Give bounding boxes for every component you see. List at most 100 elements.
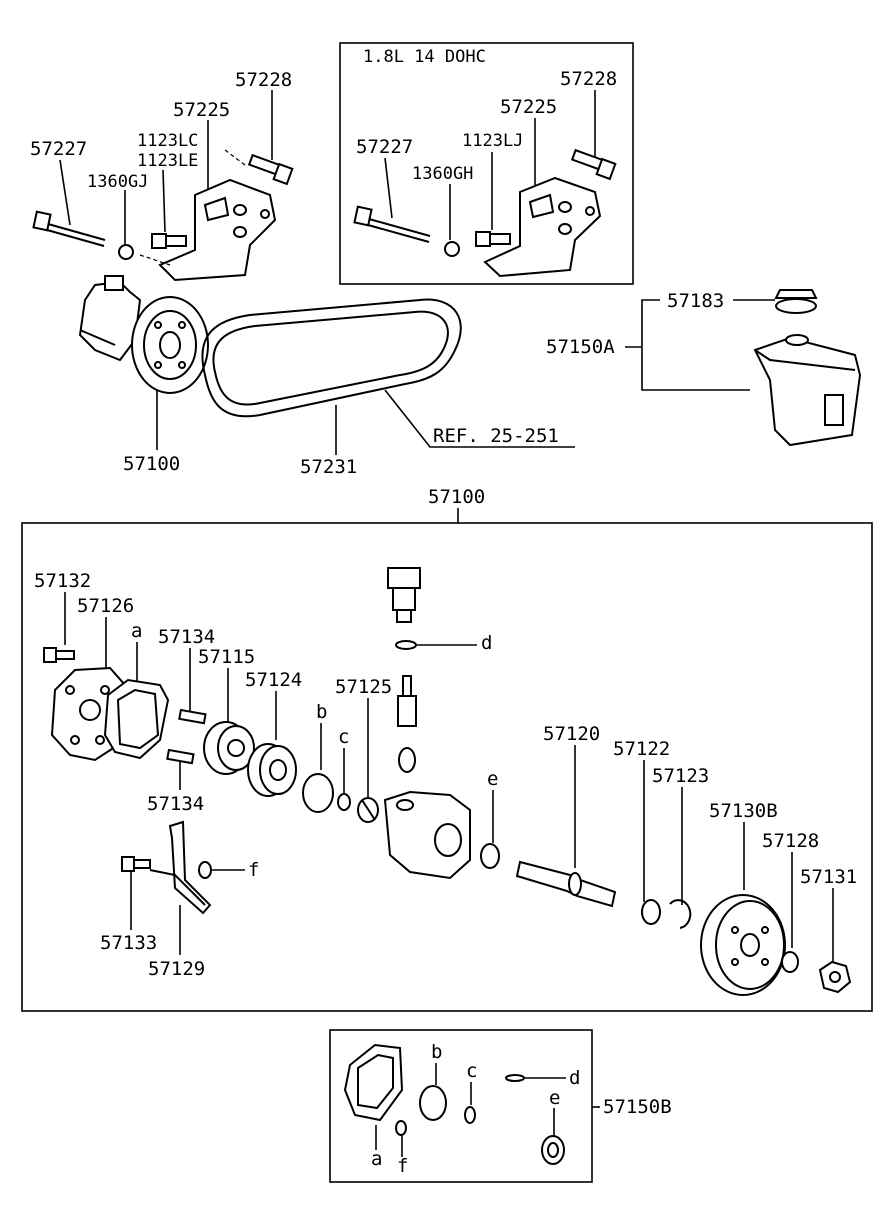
leader-ref	[384, 389, 575, 448]
label-57129: 57129	[148, 958, 205, 980]
ref-label: REF. 25-251	[433, 425, 559, 447]
label-d: d	[481, 632, 492, 654]
kit-box: a b c d e f 57150B	[329, 1029, 672, 1183]
top-left-group: 57228 57225 57227 1123LC 1123LE 1360GJ	[30, 69, 575, 478]
kit-label-f: f	[397, 1155, 408, 1177]
label-1123lc: 1123LC	[137, 131, 198, 151]
label-c: c	[338, 726, 349, 748]
washer-1360gj	[118, 244, 134, 260]
bolt-57227	[32, 210, 106, 247]
kit-seal-e	[541, 1135, 565, 1165]
dohc-box-title: 1.8L 14 DOHC	[363, 47, 486, 67]
washer-57128	[781, 951, 799, 973]
gasket-a	[103, 678, 170, 760]
label-57123: 57123	[652, 765, 709, 787]
fitting-d	[387, 567, 421, 650]
label-57122: 57122	[613, 738, 670, 760]
kit-box-frame	[329, 1029, 593, 1183]
o-ring-f	[198, 861, 212, 879]
label-57126: 57126	[77, 595, 134, 617]
label-57134-bottom: 57134	[147, 793, 204, 815]
pipe-57129	[149, 820, 212, 915]
assembly-dash-2	[224, 149, 246, 166]
pump-57100	[78, 275, 209, 394]
label-b: b	[316, 701, 327, 723]
label-57228-dohc: 57228	[560, 68, 617, 90]
bracket-57225	[158, 178, 277, 282]
leader-1123	[162, 169, 166, 233]
kit-o-ring-f	[395, 1120, 407, 1136]
kit-label-b: b	[431, 1041, 442, 1063]
label-57231: 57231	[300, 456, 357, 478]
label-f: f	[248, 859, 259, 881]
o-ring-c	[337, 793, 351, 811]
label-57130b: 57130B	[709, 800, 778, 822]
kit-label-c: c	[466, 1060, 477, 1082]
label-57225-dohc: 57225	[500, 96, 557, 118]
label-57150a: 57150A	[546, 336, 615, 358]
pin-57134-bottom	[166, 748, 195, 765]
label-57131: 57131	[800, 866, 857, 888]
reservoir-tank-57150a	[753, 334, 862, 447]
bolt-57228-dohc	[570, 148, 617, 181]
shaft-57120	[515, 860, 617, 908]
pump-assembly-frame	[21, 522, 873, 1012]
reservoir-group: 57183 57150A	[546, 289, 862, 447]
label-1360gj: 1360GJ	[87, 172, 148, 192]
kit-label-e: e	[549, 1087, 560, 1109]
leader-57227	[59, 159, 71, 226]
dohc-box: 1.8L 14 DOHC 57228 57225 57227 1123LJ 13…	[339, 42, 634, 285]
label-57100-assembly: 57100	[428, 486, 485, 508]
label-e: e	[487, 768, 498, 790]
belt-57231	[201, 298, 462, 418]
kit-o-ring-c	[464, 1106, 476, 1124]
nut-57131	[818, 960, 852, 994]
label-57115: 57115	[198, 646, 255, 668]
label-1360gh: 1360GH	[412, 164, 473, 184]
pump-body	[383, 790, 471, 880]
assembly-dash-1	[139, 254, 171, 266]
label-57125: 57125	[335, 676, 392, 698]
label-1123le: 1123LE	[137, 151, 198, 171]
spring-57125	[357, 797, 379, 823]
kit-o-ring-b	[419, 1085, 447, 1121]
label-57228: 57228	[235, 69, 292, 91]
pin-57134-top	[178, 708, 207, 725]
bolt-57227-dohc	[353, 205, 431, 243]
label-a: a	[131, 620, 142, 642]
pulley-57130b	[700, 894, 786, 996]
kit-gasket-a	[343, 1043, 404, 1122]
label-57100-top: 57100	[123, 453, 180, 475]
bolt-57132	[43, 647, 75, 663]
kit-label-d: d	[569, 1067, 580, 1089]
bolt-57228	[247, 153, 294, 186]
cam-ring-57115	[203, 721, 255, 775]
ring-57122	[641, 899, 661, 925]
kit-label-a: a	[371, 1148, 382, 1170]
o-ring-b	[302, 773, 334, 813]
washer-1360gh	[444, 241, 460, 257]
valve-assembly	[397, 675, 417, 773]
leader-57150a-bracket	[641, 299, 750, 391]
label-1123lj: 1123LJ	[462, 131, 523, 151]
label-57227-dohc: 57227	[356, 136, 413, 158]
reservoir-cap-57183	[774, 289, 818, 314]
label-57183: 57183	[667, 290, 724, 312]
label-57150b: 57150B	[603, 1096, 672, 1118]
leader-57227-dohc	[384, 157, 393, 219]
bolt-1123lj	[475, 231, 511, 247]
label-57132: 57132	[34, 570, 91, 592]
label-57120: 57120	[543, 723, 600, 745]
bolt-1123lc	[151, 233, 187, 249]
label-57227: 57227	[30, 138, 87, 160]
label-57124: 57124	[245, 669, 302, 691]
seal-e	[480, 843, 500, 869]
rotor-57124	[247, 743, 297, 797]
pump-assembly-box: 57100 57132 57126 a 57134 57115 57124 b …	[21, 486, 873, 1012]
dohc-box-frame	[339, 42, 634, 285]
kit-o-ring-d	[505, 1074, 525, 1082]
label-57133: 57133	[100, 932, 157, 954]
label-57134-top: 57134	[158, 626, 215, 648]
bracket-57225-dohc	[483, 176, 602, 278]
